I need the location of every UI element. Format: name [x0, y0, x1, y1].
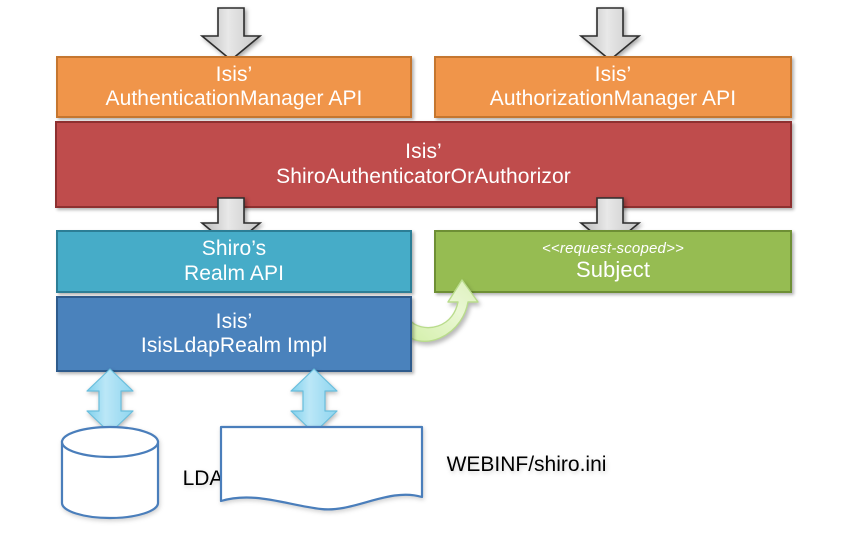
box-shiro-authenticator-or-authorizor[interactable]: Isis’ ShiroAuthenticatorOrAuthorizor	[55, 121, 792, 208]
authorization-manager-line2: AuthorizationManager API	[489, 87, 737, 110]
authentication-manager-line1: Isis’	[215, 62, 253, 86]
box-shiro-realm-api[interactable]: Shiro’s Realm API	[56, 230, 412, 293]
shiro-authenticator-line1: Isis’	[405, 140, 442, 164]
isis-ldap-realm-line2: IsisLdapRealm Impl	[140, 334, 328, 357]
shiro-realm-api-line1: Shiro’s	[201, 237, 267, 261]
down-block-arrow-icon-authentication	[199, 7, 263, 62]
cylinder-icon	[60, 425, 160, 520]
ldap-store[interactable]: LDAP	[60, 425, 237, 520]
down-block-arrow-icon-authorization	[578, 7, 642, 62]
shiro-ini-file[interactable]: WEBINF/shiro.ini	[219, 425, 606, 513]
shiro-ini-label: WEBINF/shiro.ini	[446, 453, 607, 476]
curved-arrow-icon-realm-to-subject	[405, 279, 479, 342]
document-icon	[219, 425, 424, 511]
box-authentication-manager-api[interactable]: Isis’ AuthenticationManager API	[56, 56, 412, 118]
isis-ldap-realm-line1: Isis’	[215, 309, 253, 333]
authorization-manager-line1: Isis’	[594, 62, 632, 86]
authentication-manager-line2: AuthenticationManager API	[105, 87, 363, 110]
shiro-authenticator-line2: ShiroAuthenticatorOrAuthorizor	[276, 164, 571, 188]
box-isis-ldap-realm-impl[interactable]: Isis’ IsisLdapRealm Impl	[56, 296, 412, 372]
subject-name: Subject	[575, 257, 651, 283]
subject-stereotype: <<request-scoped>>	[541, 240, 685, 258]
shiro-realm-api-line2: Realm API	[183, 261, 285, 285]
box-subject[interactable]: <<request-scoped>> Subject	[434, 230, 792, 293]
box-authorization-manager-api[interactable]: Isis’ AuthorizationManager API	[434, 56, 792, 118]
